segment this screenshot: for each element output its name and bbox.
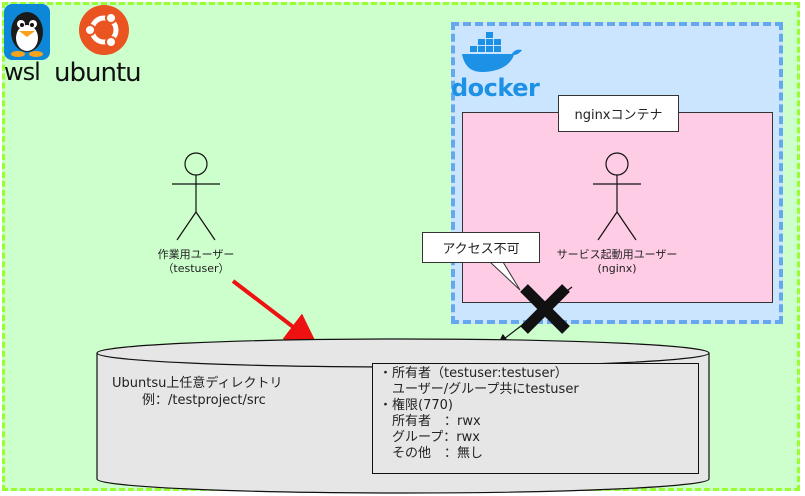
directory-label: Ubuntsu上任意ディレクトリ 例：/testproject/src (112, 375, 332, 409)
docker-logo-text: docker (451, 74, 540, 102)
work-user-figure (172, 152, 220, 241)
ubuntu-logo-text: ubuntu (54, 58, 142, 88)
permission-line: グループ：rwx (379, 430, 480, 445)
access-denied-callout: アクセス不可 (422, 232, 540, 263)
service-user-label: サービス起動用ユーザー (nginx) (537, 248, 697, 276)
nginx-container-title: nginxコンテナ (558, 95, 679, 132)
service-user-id: (nginx) (597, 262, 637, 275)
blocked-x-mark (520, 284, 570, 334)
service-user-figure (593, 152, 641, 241)
permission-line: ユーザー/グループ共にtestuser (379, 382, 579, 397)
directory-title: Ubuntsu上任意ディレクトリ (112, 376, 283, 391)
wsl-logo-text: wsl (4, 58, 41, 86)
permission-line: その他 ：無し (379, 446, 484, 461)
permission-line: 所有者 ：rwx (379, 414, 481, 429)
permission-line: ・権限(770) (379, 398, 453, 413)
docker-whale-icon (462, 32, 522, 72)
docker-logo (460, 28, 524, 74)
penguin-icon (4, 4, 50, 60)
directory-example: 例：/testproject/src (142, 393, 266, 408)
access-arrow (231, 279, 318, 346)
ubuntu-logo (78, 4, 130, 56)
permission-line: ・所有者（testuser:testuser） (379, 366, 568, 381)
ubuntu-icon (79, 5, 129, 55)
work-user-name: 作業用ユーザー (157, 248, 235, 261)
wsl-logo (4, 4, 50, 60)
service-user-name: サービス起動用ユーザー (556, 248, 678, 261)
work-user-id: （testuser） (162, 262, 230, 275)
work-user-label: 作業用ユーザー （testuser） (126, 248, 266, 276)
permissions-box: ・所有者（testuser:testuser） ユーザー/グループ共にtestu… (372, 363, 699, 474)
callout-pointer (489, 261, 521, 291)
